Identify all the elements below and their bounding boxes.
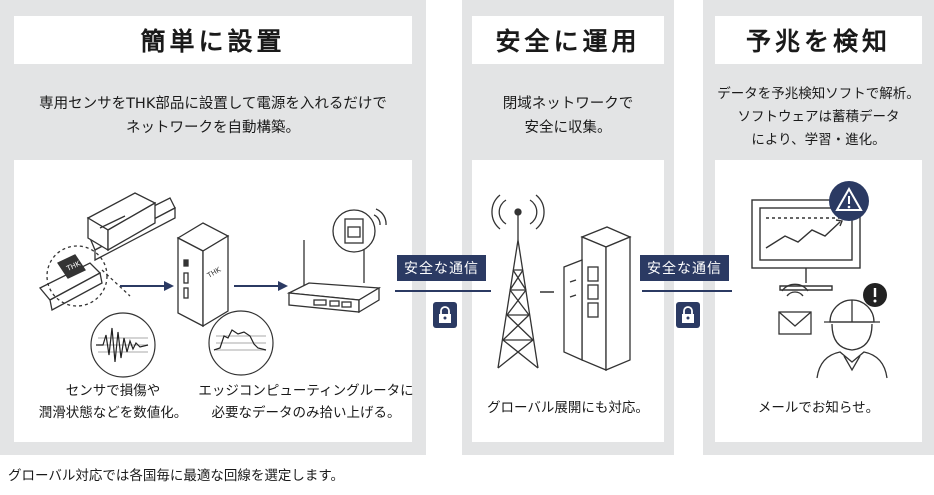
comm-label-1: 安全な通信: [397, 255, 486, 281]
desc-line: 安全に収集。: [524, 120, 612, 136]
caption-line: センサで損傷や: [65, 383, 161, 399]
panel-description: 閉域ネットワークで 安全に収集。: [462, 92, 674, 140]
panel-safe-operation: 安全に運用 閉域ネットワークで 安全に収集。 グローバル展開にも対応。: [462, 0, 674, 455]
router-icon: [286, 236, 382, 314]
caption-mail: メールでお知らせ。: [703, 397, 934, 419]
caption-router: エッジコンピューティングルータに 必要なデータのみ拾い上げる。: [186, 380, 426, 424]
monitor-chart-icon: [751, 199, 861, 291]
panel-title: 簡単に設置: [14, 16, 412, 64]
panel-predictive-detection: 予兆を検知 データを予兆検知ソフトで解析。 ソフトウェアは蓄積データ により、学…: [703, 0, 934, 455]
server-icon: [563, 226, 632, 371]
warning-icon: [829, 181, 869, 221]
desc-line: ソフトウェアは蓄積データ: [737, 109, 900, 125]
antenna-tower-icon: [491, 194, 545, 369]
panel-title: 予兆を検知: [715, 16, 922, 64]
arrow-icon: [234, 281, 288, 291]
worker-icon: [816, 299, 888, 379]
desc-line: ネットワークを自動構築。: [126, 120, 300, 136]
panel-description: 専用センサをTHK部品に設置して電源を入れるだけで ネットワークを自動構築。: [0, 92, 426, 140]
desc-line: データを予兆検知ソフトで解析。: [717, 86, 920, 102]
caption-line: メールでお知らせ。: [757, 400, 880, 416]
desc-line: 専用センサをTHK部品に設置して電源を入れるだけで: [39, 96, 387, 112]
dash-connector: [540, 291, 554, 293]
exclamation-icon: [863, 283, 887, 307]
panel-title: 安全に運用: [472, 16, 664, 64]
edge-computer-icon: THK: [176, 222, 230, 328]
caption-line: 必要なデータのみ拾い上げる。: [211, 405, 401, 421]
lock-icon: [676, 302, 700, 328]
caption-line: グローバル展開にも対応。: [487, 400, 649, 416]
router-waveform-icon: [208, 310, 274, 376]
mail-icon: [778, 283, 812, 335]
arrow-icon: [120, 281, 174, 291]
panel-description: データを予兆検知ソフトで解析。 ソフトウェアは蓄積データ により、学習・進化。: [703, 83, 934, 152]
sensor-waveform-icon: [90, 312, 156, 378]
sim-card-icon: [332, 208, 387, 253]
desc-line: により、学習・進化。: [751, 132, 886, 148]
caption-global: グローバル展開にも対応。: [462, 397, 674, 419]
comm-label-2: 安全な通信: [640, 255, 729, 281]
desc-line: 閉域ネットワークで: [502, 96, 634, 112]
caption-line: エッジコンピューティングルータに: [198, 383, 414, 399]
comm-line-1: [395, 290, 491, 292]
comm-line-2: [642, 290, 732, 292]
linear-guide-icon: THK: [38, 192, 176, 311]
footnote: グローバル対応では各国毎に最適な回線を選定します。: [8, 468, 345, 484]
lock-icon: [433, 302, 457, 328]
caption-sensor: センサで損傷や 潤滑状態などを数値化。: [28, 380, 198, 424]
caption-line: 潤滑状態などを数値化。: [38, 405, 188, 421]
